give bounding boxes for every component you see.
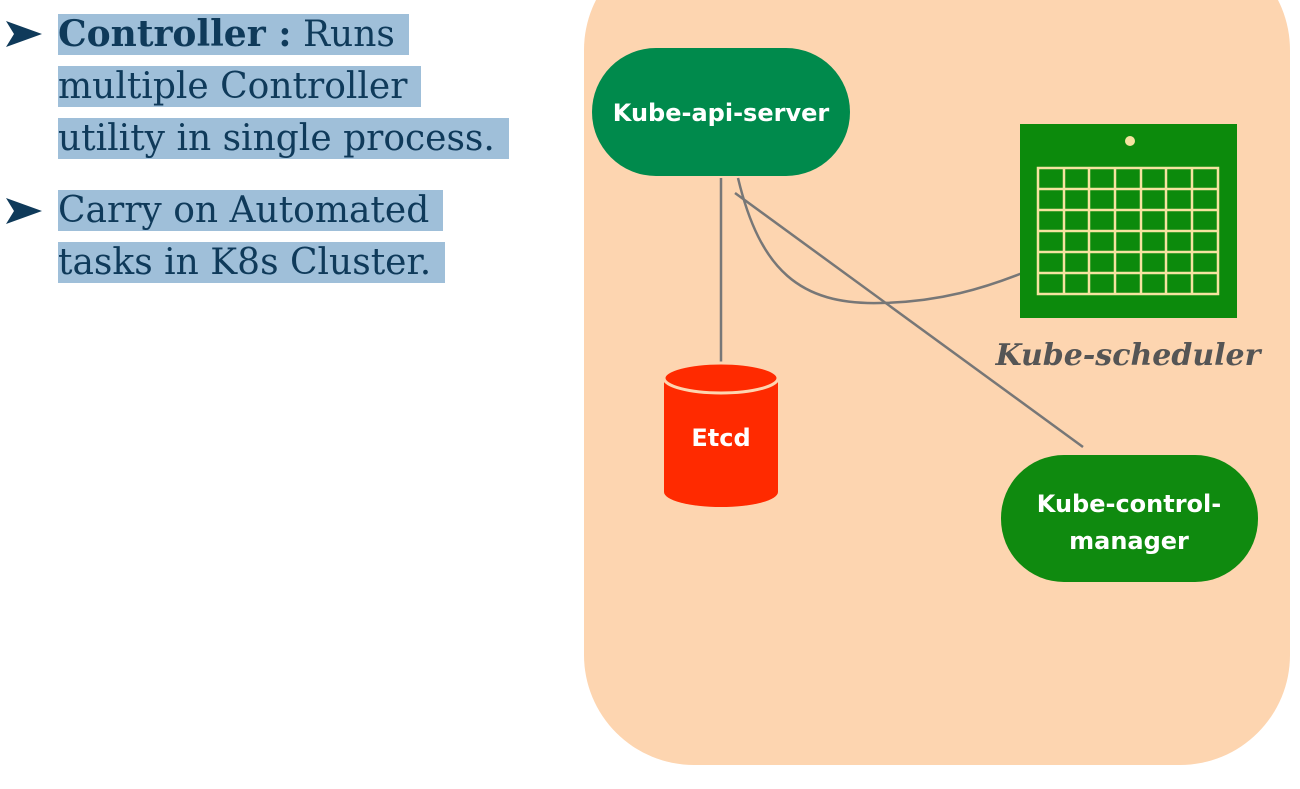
arrowhead-icon [6, 8, 48, 60]
etcd-node: Etcd [662, 361, 780, 507]
controller-manager-label-line2: manager [1069, 527, 1189, 555]
bullet-line: Carry on Automated [58, 185, 566, 237]
bullet-controller: Controller : Runs multiple Controller ut… [6, 8, 566, 165]
bullet-list: Controller : Runs multiple Controller ut… [6, 8, 566, 309]
connector-api-scheduler [736, 177, 1026, 305]
bullet-text: Runs [302, 14, 395, 55]
bullet-automated: Carry on Automated tasks in K8s Cluster. [6, 185, 566, 289]
calendar-icon [1020, 124, 1237, 318]
controller-manager-label-line1: Kube-control- [1037, 490, 1221, 518]
controller-manager-node: Kube-control- manager [1001, 455, 1258, 582]
bullet-line: tasks in K8s Cluster. [58, 237, 566, 289]
scheduler-caption: Kube-scheduler [995, 338, 1263, 373]
bullet-line: Controller : Runs [58, 8, 566, 61]
bullet-text: utility in single process. [58, 118, 509, 159]
bullet-line: utility in single process. [58, 113, 566, 165]
connector-api-controller-manager [734, 191, 1084, 449]
bullet-bold-prefix: Controller : [58, 13, 292, 55]
etcd-label: Etcd [691, 424, 750, 452]
api-server-label: Kube-api-server [613, 99, 830, 127]
api-server-node: Kube-api-server [592, 48, 850, 176]
bullet-line: multiple Controller [58, 61, 566, 113]
connectors [719, 177, 1084, 449]
bullet-text: Carry on Automated [58, 190, 444, 231]
arrowhead-icon [6, 185, 48, 237]
bullet-text: multiple Controller [58, 66, 422, 107]
bullet-text: tasks in K8s Cluster. [58, 242, 446, 283]
